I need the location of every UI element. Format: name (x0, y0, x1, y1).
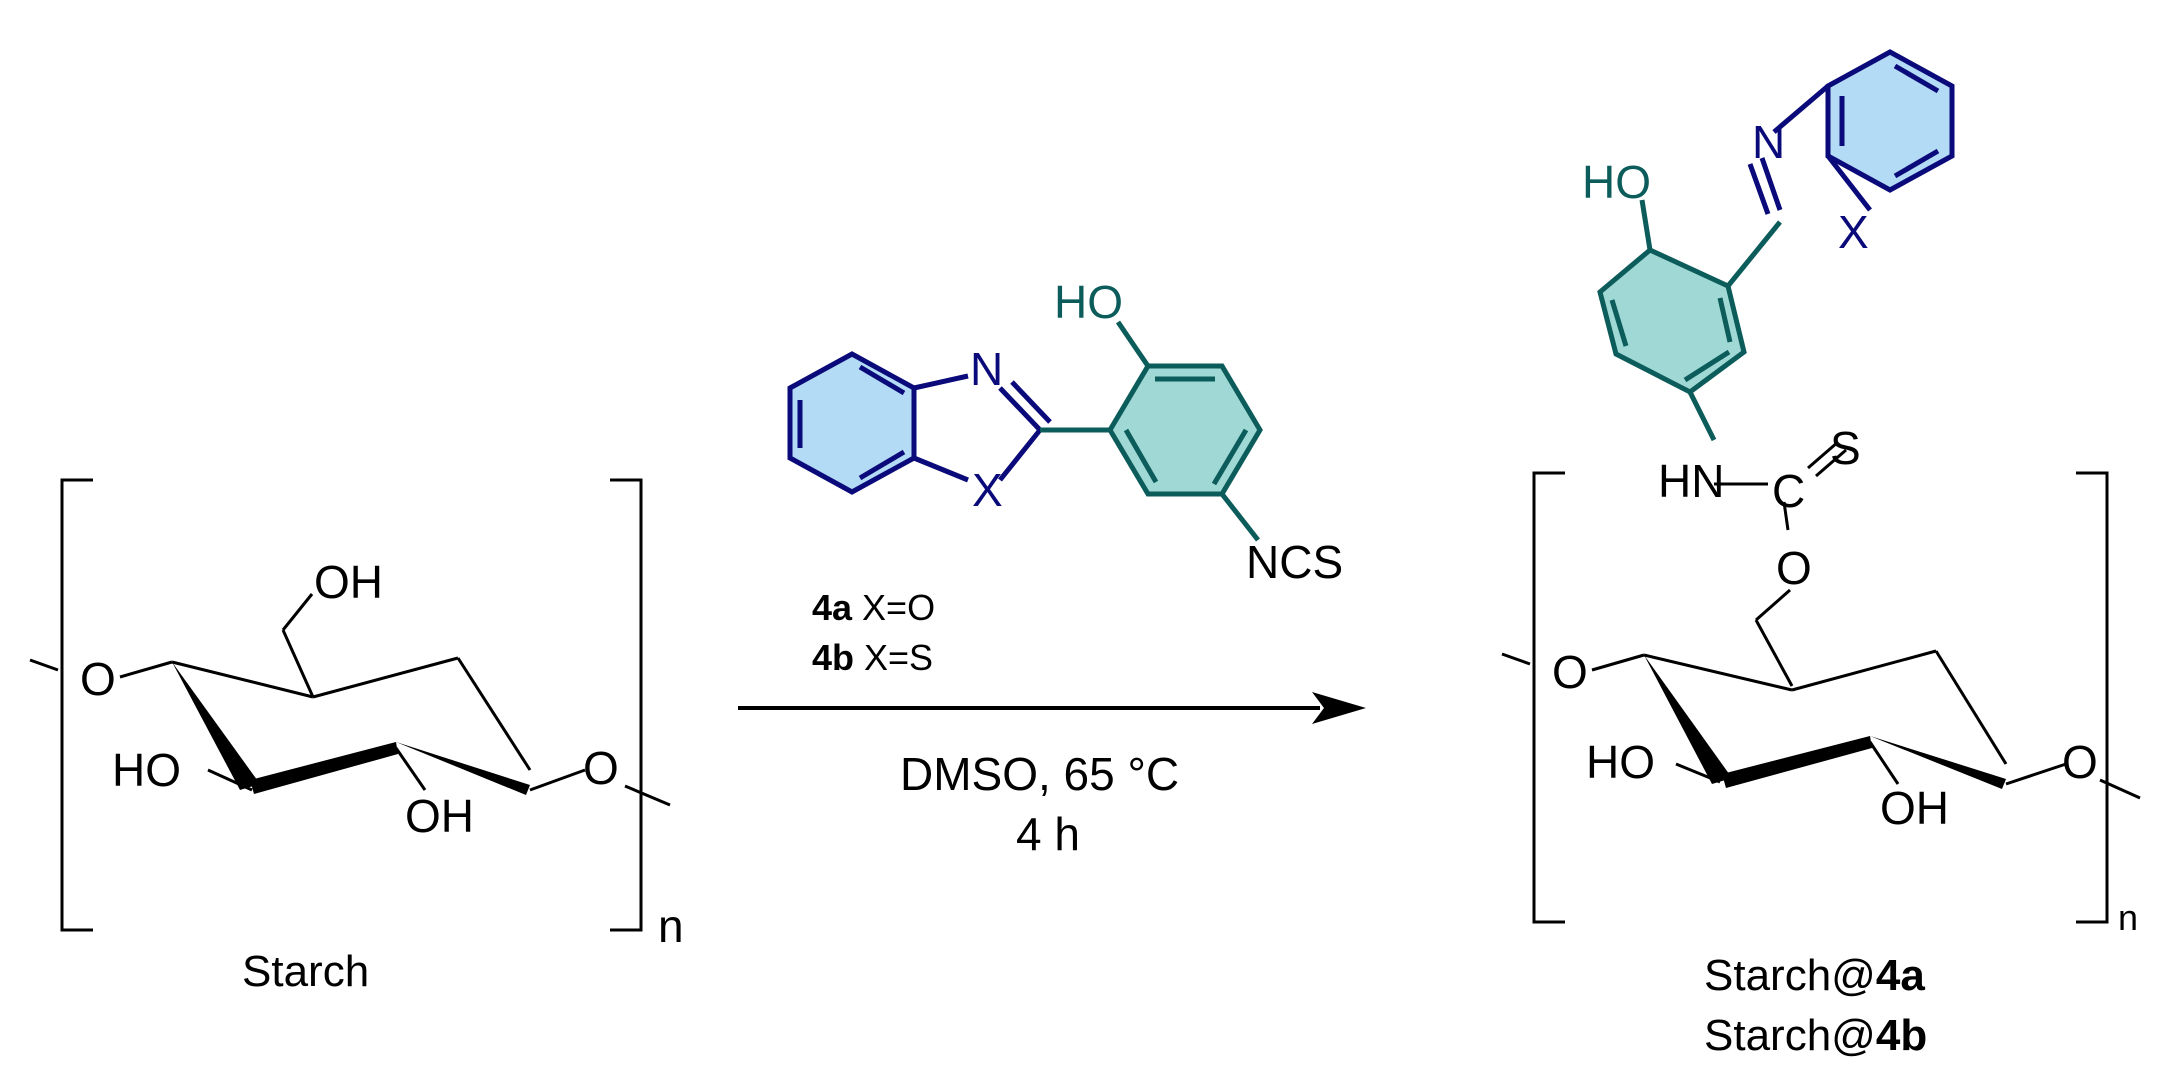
product-label-4a: Starch@4a (1704, 951, 1925, 1000)
product-wedge-right (1870, 736, 2006, 789)
product-label-4b-pre: Starch@ (1704, 1011, 1876, 1060)
product-hn: HN (1658, 455, 1724, 507)
reagent-label-4b-bold: 4b (812, 637, 854, 678)
product-c: C (1772, 465, 1805, 517)
starch-label: Starch (242, 947, 369, 996)
starch-structure (29, 478, 671, 932)
product-ho: HO (1582, 156, 1651, 208)
product-starch-structure (1501, 471, 2141, 924)
reagent-label-4a-text: X=O (852, 587, 935, 628)
product-label-4a-bold: 4a (1876, 951, 1925, 1000)
reagent-label-4a: 4a X=O (812, 587, 935, 628)
reagent-label-4b-text: X=S (854, 637, 933, 678)
product-benzo-ring (1825, 49, 1955, 193)
reagent-ho: HO (1054, 276, 1123, 328)
product-oh-bottom: OH (1880, 782, 1949, 834)
product-n: N (1752, 116, 1785, 168)
product-bracket-left (1532, 471, 1565, 924)
reagent-ncs: NCS (1246, 536, 1343, 588)
reagent-benzo-ring (787, 351, 917, 495)
product-phenol-ring (1597, 247, 1747, 395)
starch-oh-ch2: OH (314, 556, 383, 608)
product-o-link: O (1776, 542, 1812, 594)
conditions-line1: DMSO, 65 °C (900, 748, 1179, 800)
reagent-label-4b: 4b X=S (812, 637, 933, 678)
starch-bracket-left (60, 478, 93, 932)
product-s: S (1830, 422, 1861, 474)
reagent-phenol-ring (1107, 363, 1263, 497)
reaction-arrow-head (1312, 692, 1366, 724)
starch-bold-bottom (250, 742, 398, 794)
product-bracket-right (2076, 471, 2109, 924)
starch-oh-bottom: OH (405, 790, 474, 842)
product-o-right: O (2062, 736, 2098, 788)
starch-ho-left: HO (112, 744, 181, 796)
reagent-x: X (972, 464, 1003, 516)
product-ho-left: HO (1586, 736, 1655, 788)
product-label-4a-pre: Starch@ (1704, 951, 1876, 1000)
product-x: X (1838, 206, 1869, 258)
starch-wedge-right (396, 742, 530, 795)
reagent-n: N (970, 343, 1003, 395)
product-label-4b-bold: 4b (1876, 1011, 1927, 1060)
reagent-label-4a-bold: 4a (812, 587, 853, 628)
starch-wedge-left (172, 662, 260, 790)
starch-bracket-right (610, 478, 643, 932)
starch-o-right: O (583, 742, 619, 794)
product-wedge-left (1644, 655, 1732, 784)
product-n-subscript: n (2118, 897, 2138, 938)
conditions-line2: 4 h (1016, 808, 1080, 860)
starch-o-left: O (80, 653, 116, 705)
starch-n-subscript: n (658, 900, 684, 952)
product-label-4b: Starch@4b (1704, 1011, 1927, 1060)
product-o-left: O (1552, 646, 1588, 698)
product-bold-bottom (1722, 736, 1872, 788)
